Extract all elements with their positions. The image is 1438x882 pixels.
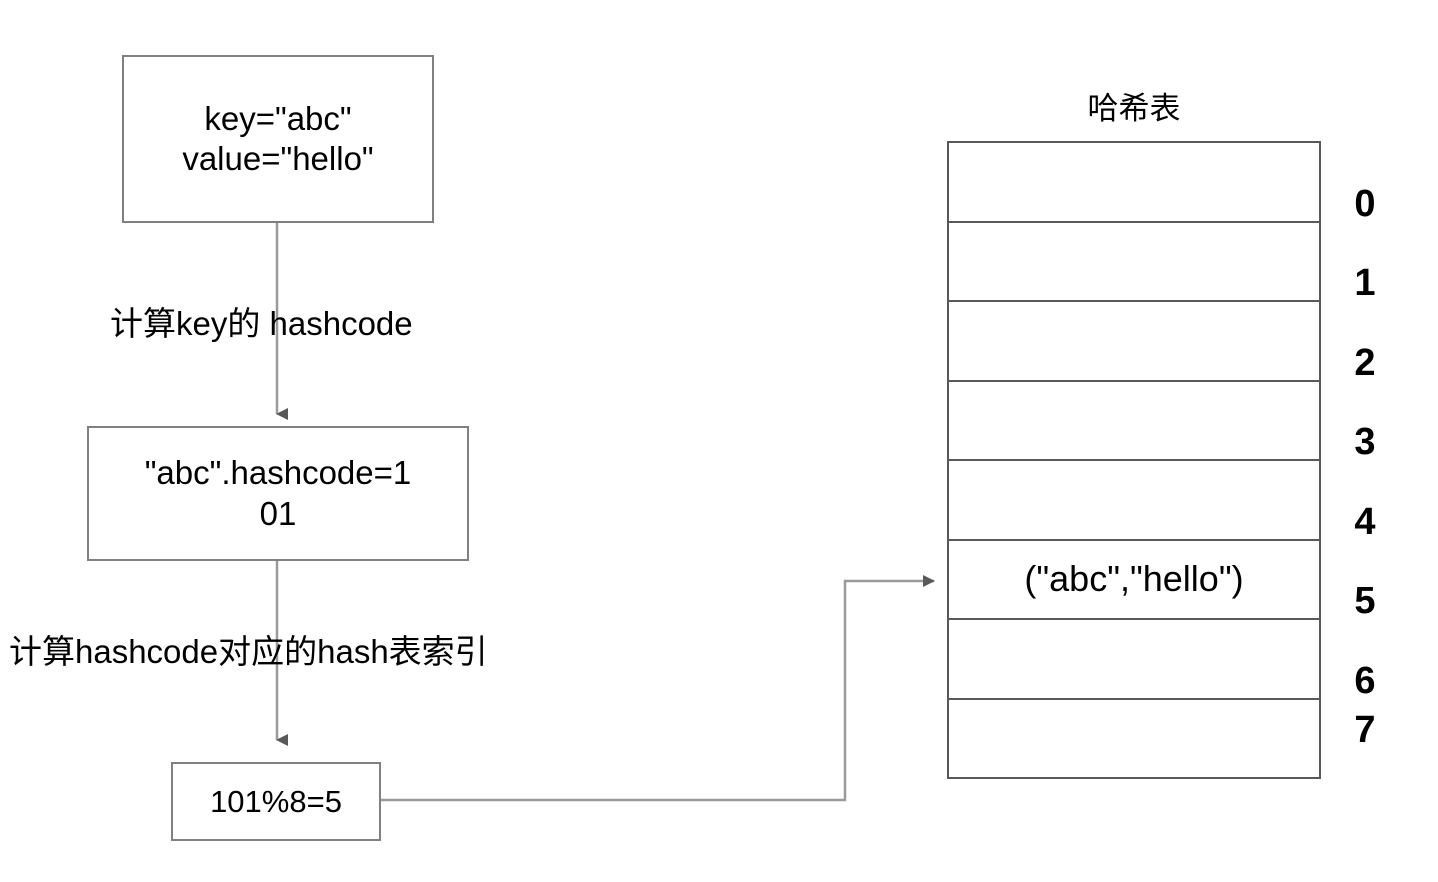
hash-table: ("abc","hello"): [947, 141, 1321, 779]
hash-index-7: 7: [1354, 709, 1376, 751]
hash-slot-4: [949, 461, 1319, 541]
hash-slot-0: [949, 143, 1319, 223]
hash-index-1: 1: [1354, 262, 1376, 304]
hash-index-4: 4: [1354, 501, 1376, 543]
modulo-result-box: 101%8=5: [171, 762, 381, 841]
hash-slot-1: [949, 223, 1319, 302]
hash-slot-7: [949, 700, 1319, 780]
hash-slot-6: [949, 620, 1319, 700]
hash-index-column: 0 1 2 3 4 5 6 7: [1337, 141, 1407, 779]
input-kv-box: key="abc" value="hello": [122, 55, 434, 223]
hash-index-3: 3: [1354, 421, 1376, 463]
hash-index-2: 2: [1354, 342, 1376, 384]
edge-label-compute-hashcode: 计算key的 hashcode: [110, 305, 413, 342]
connector-modulo-to-slot5: [381, 575, 935, 802]
hash-index-6: 6: [1354, 660, 1376, 702]
edge-label-compute-index: 计算hashcode对应的hash表索引: [9, 633, 488, 670]
hash-slot-2: [949, 302, 1319, 382]
hash-index-5: 5: [1354, 580, 1376, 622]
hash-table-title: 哈希表: [1087, 91, 1181, 126]
hashcode-result-box: "abc".hashcode=1 01: [87, 426, 469, 561]
hash-slot-5: ("abc","hello"): [949, 541, 1319, 620]
hash-index-0: 0: [1354, 183, 1376, 225]
hash-slot-3: [949, 382, 1319, 461]
